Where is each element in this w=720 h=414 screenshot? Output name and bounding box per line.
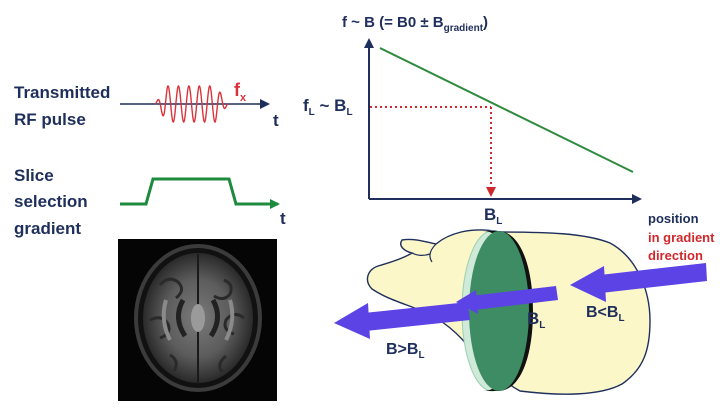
bl-axis-label: BL bbox=[484, 205, 502, 227]
rf-time-label: t bbox=[273, 111, 279, 130]
graph-y-axis-title: f ~ B (= B0 ± Bgradient) bbox=[342, 14, 488, 34]
gradient-label-line2: selection bbox=[14, 192, 88, 211]
frequency-gradient-line bbox=[379, 47, 634, 173]
x-axis-label-direction: direction bbox=[648, 248, 703, 263]
gradient-pulse-waveform bbox=[120, 177, 280, 209]
gradient-label-line3: gradient bbox=[14, 219, 81, 238]
right-arrow-head bbox=[570, 266, 606, 302]
gradient-time-label: t bbox=[280, 209, 286, 228]
left-arrow-head bbox=[334, 303, 370, 339]
rf-frequency-label: fx bbox=[234, 80, 247, 104]
b-less-bl-label: B<BL bbox=[586, 304, 625, 324]
right-arrow-shaft bbox=[600, 263, 707, 293]
brain-mri-image bbox=[118, 239, 277, 401]
slice-bl-label: BL bbox=[527, 309, 545, 331]
rf-label-line1: Transmitted bbox=[14, 83, 110, 102]
left-arrow-shaft bbox=[364, 302, 470, 331]
slice-arrow-shaft bbox=[470, 286, 558, 310]
gradient-label-line1: Slice bbox=[14, 166, 54, 185]
x-axis-label-gradient: in gradient bbox=[648, 230, 715, 245]
rf-label-line2: RF pulse bbox=[14, 110, 86, 129]
b-greater-bl-label: B>BL bbox=[386, 341, 425, 361]
x-axis-label-position: position bbox=[648, 211, 699, 226]
fl-bl-label: fL ~ BL bbox=[303, 96, 353, 118]
slice-face bbox=[469, 231, 529, 391]
slice-arrow-head bbox=[456, 290, 478, 314]
rf-pulse-waveform bbox=[154, 84, 229, 124]
